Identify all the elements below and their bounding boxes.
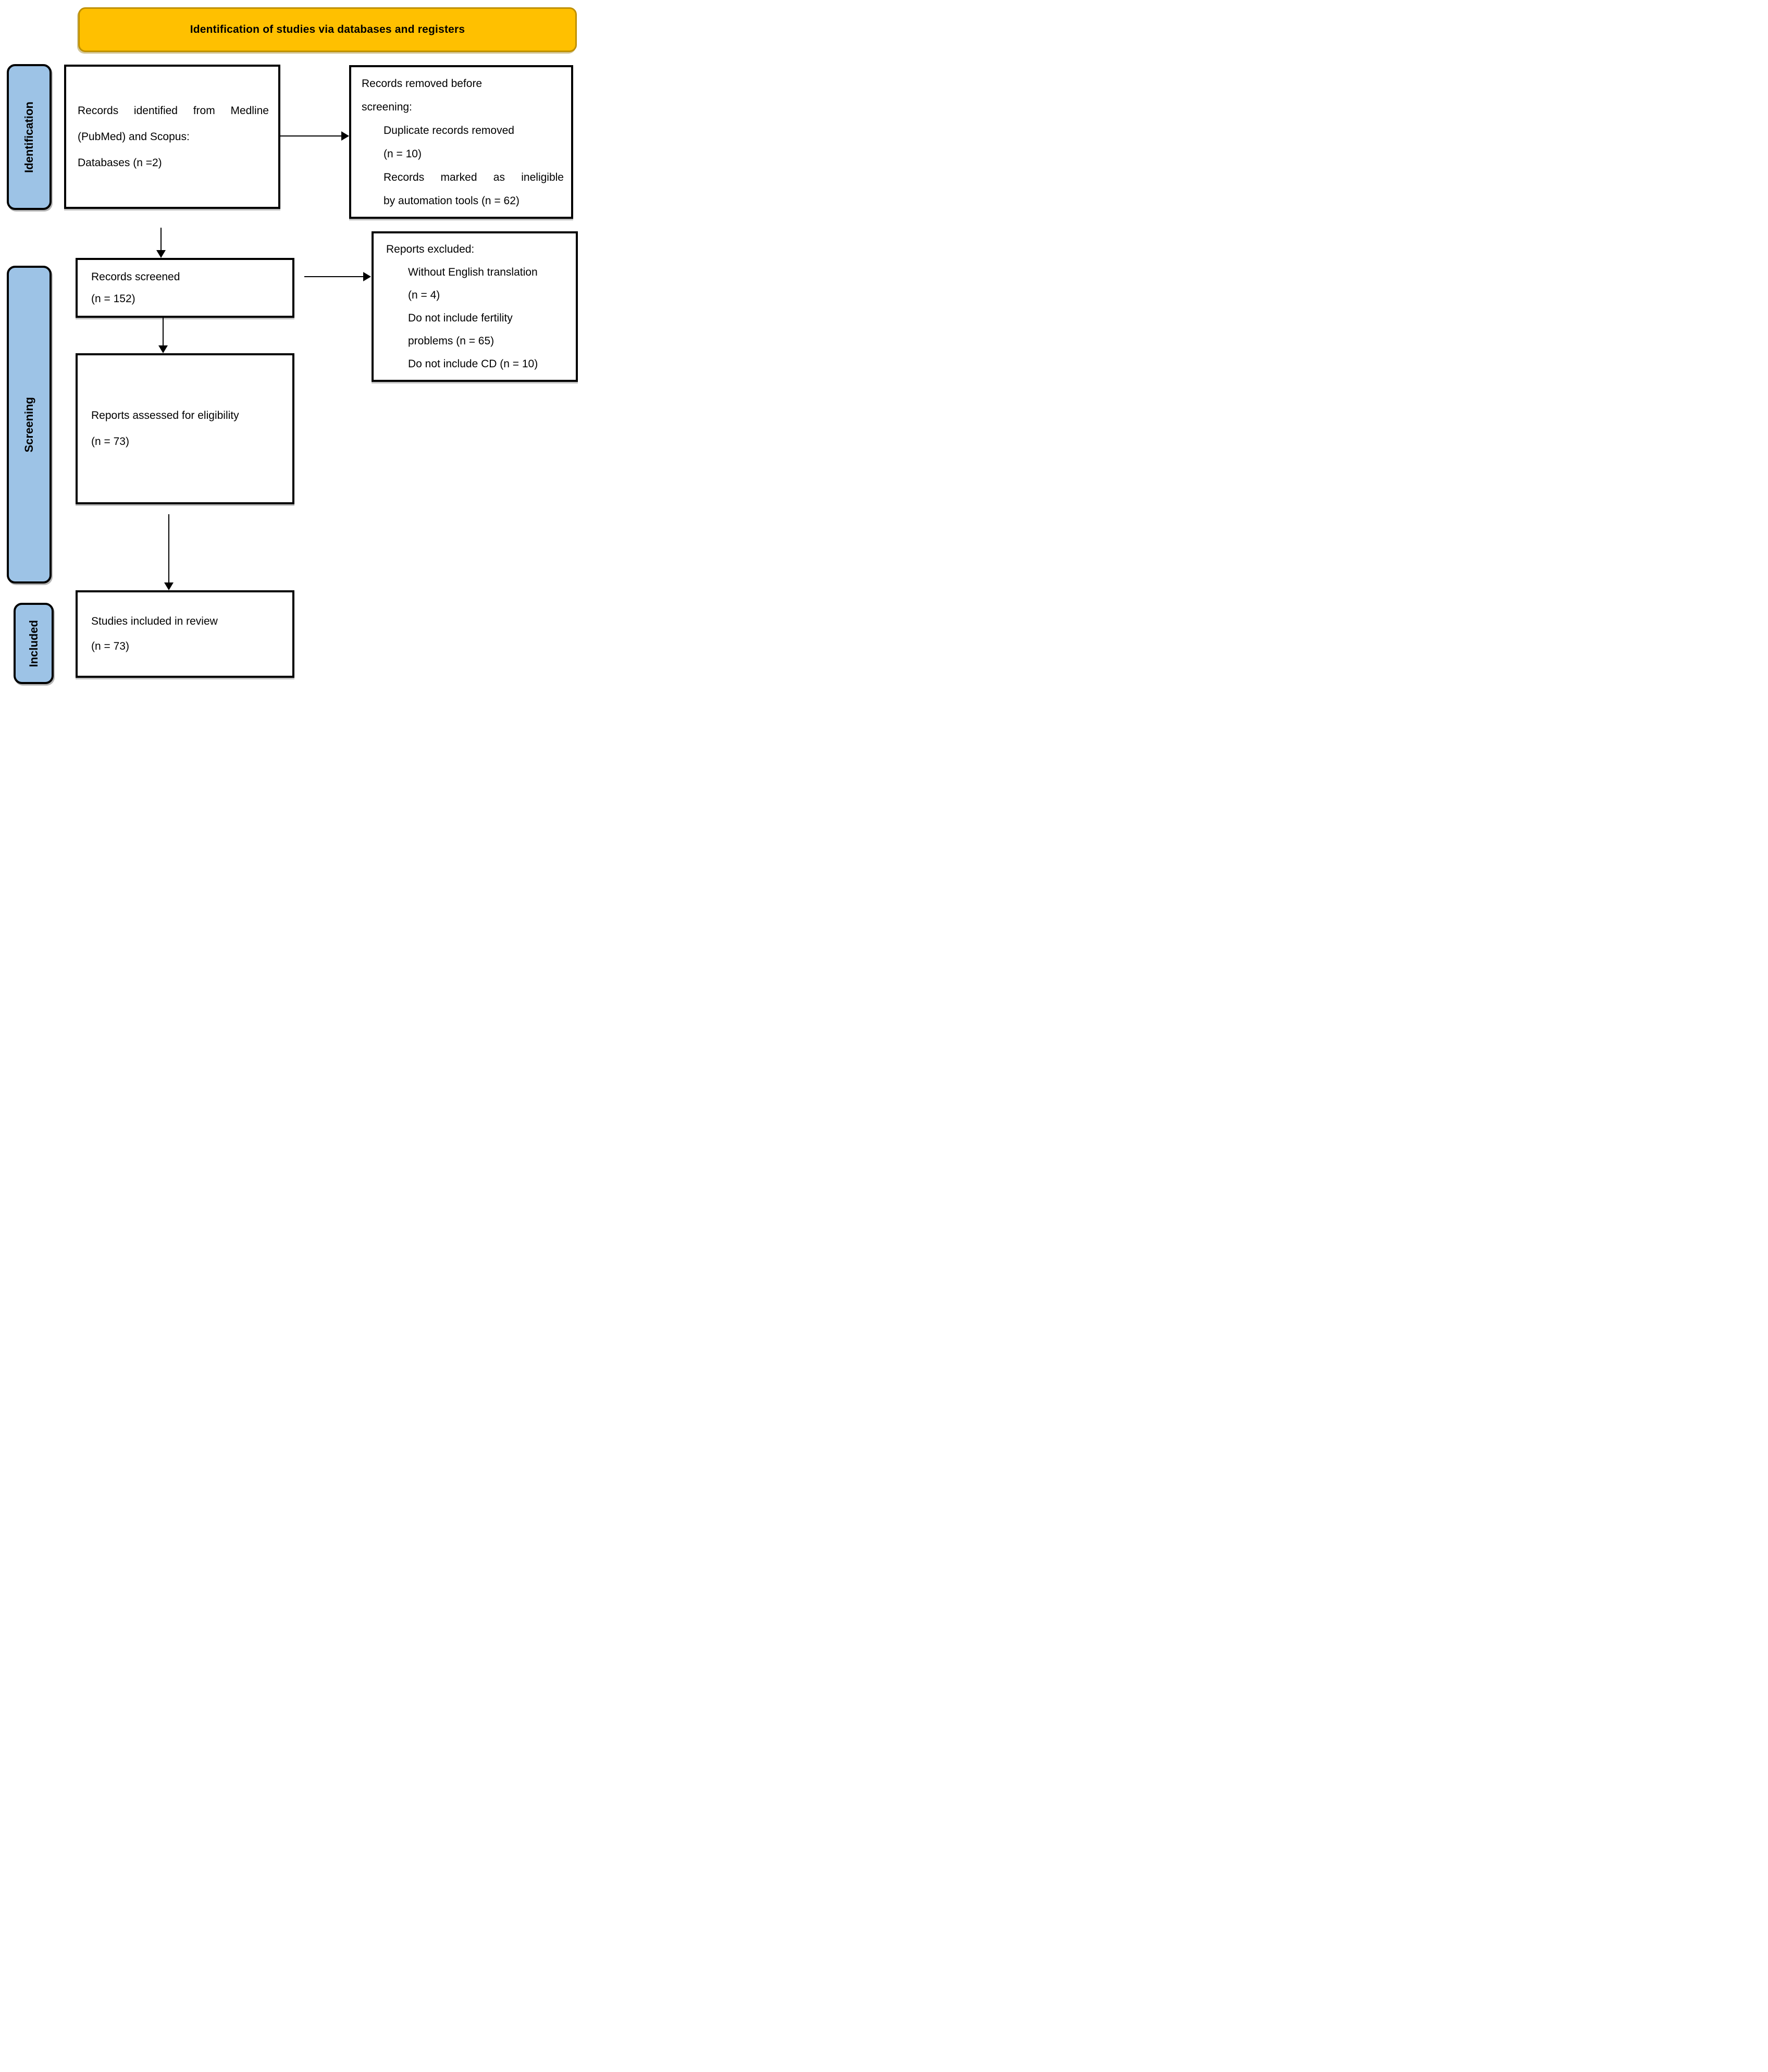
box-line: (n = 152) — [91, 292, 135, 305]
box-records-removed: Records removed before screening: Duplic… — [349, 65, 573, 219]
box-line: Reports assessed for eligibility — [91, 410, 239, 421]
box-line: (PubMed) and Scopus: — [78, 130, 190, 143]
arrow-assessed-to-included-line — [168, 514, 169, 583]
arrow-screened-to-excluded-line — [304, 276, 364, 277]
box-line: problems (n = 65) — [408, 334, 494, 347]
box-reports-assessed: Reports assessed for eligibility (n = 73… — [76, 353, 294, 504]
stage-label-included-text: Included — [27, 619, 40, 667]
box-line: (n = 10) — [384, 147, 422, 160]
box-line: Studies included in review — [91, 615, 218, 627]
arrow-screened-to-assessed-line — [163, 318, 164, 346]
box-line: Do not include CD (n = 10) — [408, 357, 538, 370]
box-line: Reports excluded: — [386, 243, 475, 255]
box-reports-excluded: Reports excluded: Without English transl… — [372, 231, 578, 382]
box-records-identified: Records identified from Medline (PubMed)… — [64, 65, 280, 209]
arrow-assessed-to-included-head — [164, 582, 174, 590]
box-line: Without English translation — [408, 266, 538, 278]
stage-label-screening: Screening — [7, 266, 52, 584]
box-line: Databases (n =2) — [78, 156, 162, 169]
arrow-identified-to-removed-line — [280, 135, 342, 137]
box-line: Do not include fertility — [408, 312, 513, 324]
box-line: (n = 73) — [91, 640, 129, 652]
box-line: Records screened — [91, 270, 180, 283]
stage-label-screening-text: Screening — [22, 396, 35, 453]
arrow-screened-to-excluded-head — [363, 272, 371, 281]
box-line: Duplicate records removed — [384, 124, 514, 137]
box-line: screening: — [362, 101, 412, 113]
box-line: (n = 4) — [408, 289, 440, 301]
box-records-screened: Records screened (n = 152) — [76, 258, 294, 318]
arrow-identified-to-screened-head — [156, 250, 166, 258]
banner: Identification of studies via databases … — [78, 7, 577, 52]
prisma-flow-diagram: Identification of studies via databases … — [0, 0, 589, 691]
arrow-identified-to-removed-head — [341, 131, 349, 141]
arrow-identified-to-screened-line — [160, 228, 162, 251]
arrow-screened-to-assessed-head — [158, 345, 168, 353]
box-studies-included: Studies included in review (n = 73) — [76, 590, 294, 678]
box-line: Records identified from Medline — [78, 104, 269, 117]
box-line: Records marked as ineligible — [384, 171, 564, 183]
stage-label-identification-text: Identification — [22, 101, 35, 173]
box-line: Records removed before — [362, 77, 483, 90]
box-line: (n = 73) — [91, 436, 129, 448]
banner-title: Identification of studies via databases … — [190, 23, 465, 35]
stage-label-included: Included — [14, 603, 54, 684]
stage-label-identification: Identification — [7, 64, 52, 210]
box-line: by automation tools (n = 62) — [384, 194, 520, 207]
